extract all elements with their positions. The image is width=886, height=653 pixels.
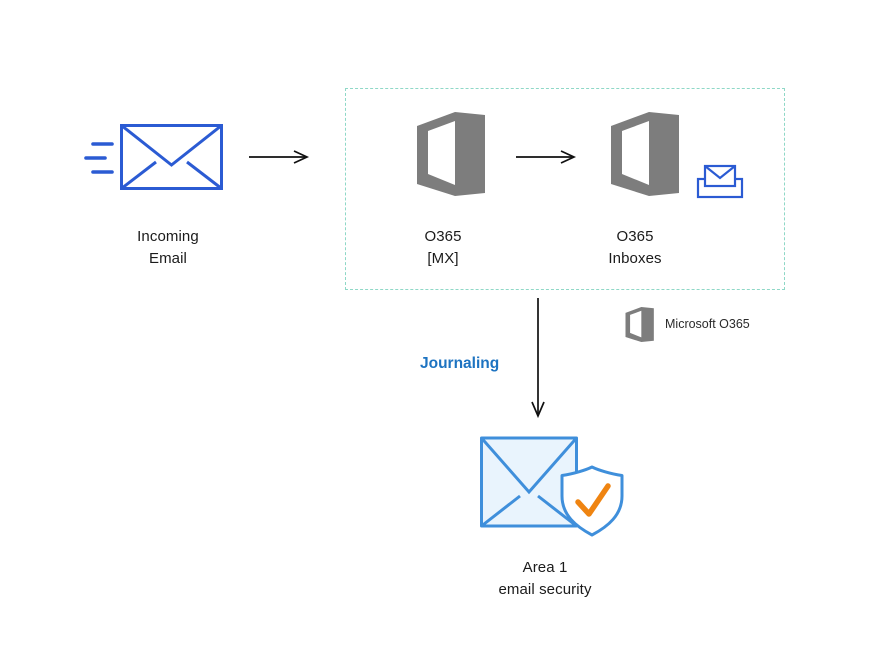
arrow-right-icon bbox=[249, 150, 310, 164]
arrow-down-icon bbox=[531, 298, 545, 419]
legend-microsoft-o365: Microsoft O365 bbox=[622, 305, 750, 343]
incoming-email-icon bbox=[84, 124, 223, 190]
o365-mx-label: O365 [MX] bbox=[424, 228, 462, 267]
o365-inboxes-label: O365 Inboxes bbox=[608, 228, 662, 267]
shield-check-icon bbox=[560, 465, 624, 537]
incoming-email-label: Incoming Email bbox=[137, 228, 199, 267]
area1-security-icon bbox=[480, 436, 624, 537]
o365-boundary-box bbox=[345, 88, 785, 290]
arrow-right-icon-2 bbox=[516, 150, 577, 164]
office-logo-icon bbox=[625, 306, 654, 342]
area1-label: Area 1 email security bbox=[498, 559, 592, 598]
o365-inboxes-icon bbox=[611, 112, 679, 196]
legend-label: Microsoft O365 bbox=[665, 317, 750, 331]
speed-lines-icon bbox=[84, 142, 114, 174]
envelope-icon bbox=[120, 124, 223, 190]
journaling-label: Journaling bbox=[420, 355, 500, 372]
o365-mx-icon bbox=[417, 112, 485, 196]
inbox-envelope-icon bbox=[696, 164, 744, 199]
